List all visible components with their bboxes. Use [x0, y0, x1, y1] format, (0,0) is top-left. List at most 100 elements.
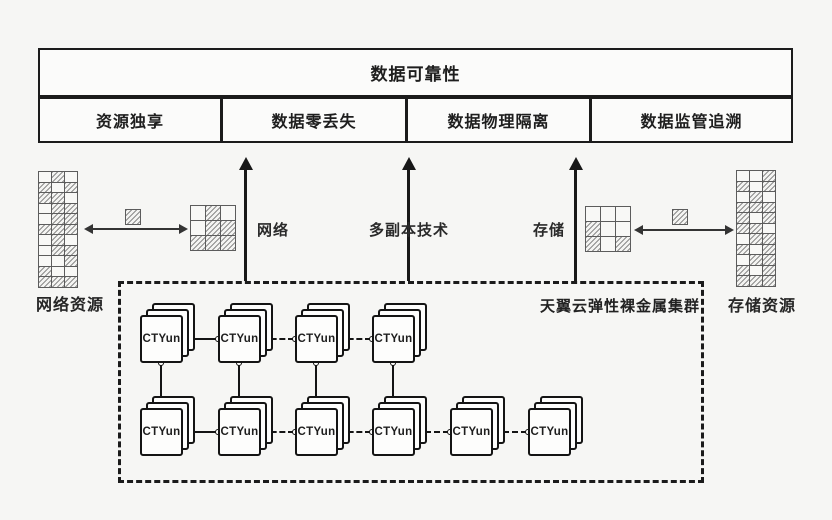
stack-card-front: CTYun [372, 408, 415, 456]
network-allocated-grid-icon [190, 205, 236, 251]
feature-row: 资源独享 数据零丢失 数据物理隔离 数据监管追溯 [38, 97, 793, 143]
hatched-cell [52, 193, 64, 203]
ctyun-node-stack: CTYun [295, 396, 350, 456]
up-arrow-storage-icon [568, 157, 583, 281]
hatched-cell [52, 235, 64, 245]
data-reliability-box: 数据可靠性 [38, 48, 793, 97]
network-resource-label: 网络资源 [35, 297, 104, 314]
ctyun-node-stack: CTYun [295, 303, 350, 363]
hatched-cell [737, 181, 749, 191]
stack-card-front: CTYun [295, 408, 338, 456]
stack-card-front: CTYun [218, 408, 261, 456]
hatched-cell [206, 236, 220, 250]
hatched-cell [52, 224, 64, 234]
hatched-cell [737, 276, 749, 286]
hatched-cell [737, 213, 749, 223]
ctyun-node-stack: CTYun [218, 396, 273, 456]
hatched-cell [763, 213, 775, 223]
hatched-cell [763, 276, 775, 286]
hatched-cell [65, 256, 77, 266]
hatched-cell [750, 255, 762, 265]
ctyun-node-stack: CTYun [140, 303, 195, 363]
ctyun-node-stack: CTYun [140, 396, 195, 456]
hatched-cell [586, 222, 600, 236]
empty-cell [601, 222, 615, 236]
feature-cell-regulatory-trace: 数据监管追溯 [640, 114, 743, 131]
replica-arrow-label: 多副本技术 [368, 222, 449, 239]
hatched-cell [39, 266, 51, 276]
hatched-cell [65, 182, 77, 192]
hatched-cell [750, 276, 762, 286]
feature-cell-resource-exclusive: 资源独享 [40, 99, 224, 141]
hatched-cell [763, 244, 775, 254]
hatched-cell [39, 224, 51, 234]
hatched-cell [586, 237, 600, 251]
empty-cell [750, 171, 762, 181]
hatched-cell [737, 265, 749, 275]
empty-cell [750, 244, 762, 254]
empty-cell [65, 193, 77, 203]
storage-arrow-label: 存储 [533, 222, 566, 239]
hatched-cell [52, 203, 64, 213]
hatched-cell [737, 244, 749, 254]
empty-cell [191, 221, 205, 235]
empty-cell [737, 192, 749, 202]
stack-card-front: CTYun [450, 408, 493, 456]
hatched-cell [763, 181, 775, 191]
empty-cell [39, 256, 51, 266]
hatched-cell [52, 214, 64, 224]
ctyun-node-stack: CTYun [218, 303, 273, 363]
ctyun-node-stack: CTYun [372, 303, 427, 363]
hatched-cell [221, 236, 235, 250]
hatched-cell [763, 171, 775, 181]
hatched-cell [191, 236, 205, 250]
hatched-cell [750, 202, 762, 212]
storage-unit-block-icon [672, 209, 688, 225]
up-arrow-replica-icon [401, 157, 416, 281]
empty-cell [65, 235, 77, 245]
empty-cell [763, 192, 775, 202]
hatched-cell [737, 202, 749, 212]
bare-metal-cluster-box [118, 281, 704, 483]
storage-allocated-grid-icon [585, 206, 631, 252]
ctyun-node-stack: CTYun [528, 396, 583, 456]
empty-cell [750, 213, 762, 223]
empty-cell [750, 265, 762, 275]
stack-card-front: CTYun [218, 315, 261, 363]
empty-cell [39, 235, 51, 245]
empty-cell [65, 266, 77, 276]
ctyun-node-stack: CTYun [450, 396, 505, 456]
hatched-cell [52, 277, 64, 287]
empty-cell [601, 237, 615, 251]
storage-resource-pool-grid-icon [736, 170, 776, 287]
hatched-cell [52, 245, 64, 255]
empty-cell [737, 255, 749, 265]
empty-cell [763, 223, 775, 233]
network-arrow-label: 网络 [257, 222, 290, 239]
stack-card-front: CTYun [140, 408, 183, 456]
hatched-cell [750, 234, 762, 244]
empty-cell [52, 266, 64, 276]
hatched-cell [65, 245, 77, 255]
data-reliability-title: 数据可靠性 [370, 65, 461, 84]
stack-card-front: CTYun [372, 315, 415, 363]
hatched-cell [763, 255, 775, 265]
storage-resource-label: 存储资源 [727, 298, 796, 315]
up-arrow-network-icon [238, 157, 253, 281]
hatched-cell [65, 214, 77, 224]
stack-card-front: CTYun [528, 408, 571, 456]
feature-cell-zero-data-loss: 数据零丢失 [223, 99, 409, 141]
empty-cell [52, 182, 64, 192]
empty-cell [191, 206, 205, 220]
empty-cell [65, 172, 77, 182]
hatched-cell [65, 277, 77, 287]
hatched-cell [52, 172, 64, 182]
network-unit-block-icon [125, 209, 141, 225]
empty-cell [750, 181, 762, 191]
hatched-cell [221, 221, 235, 235]
feature-cell-physical-isolation: 数据物理隔离 [408, 99, 593, 141]
empty-cell [616, 222, 630, 236]
hatched-cell [65, 203, 77, 213]
stack-card-front: CTYun [140, 315, 183, 363]
